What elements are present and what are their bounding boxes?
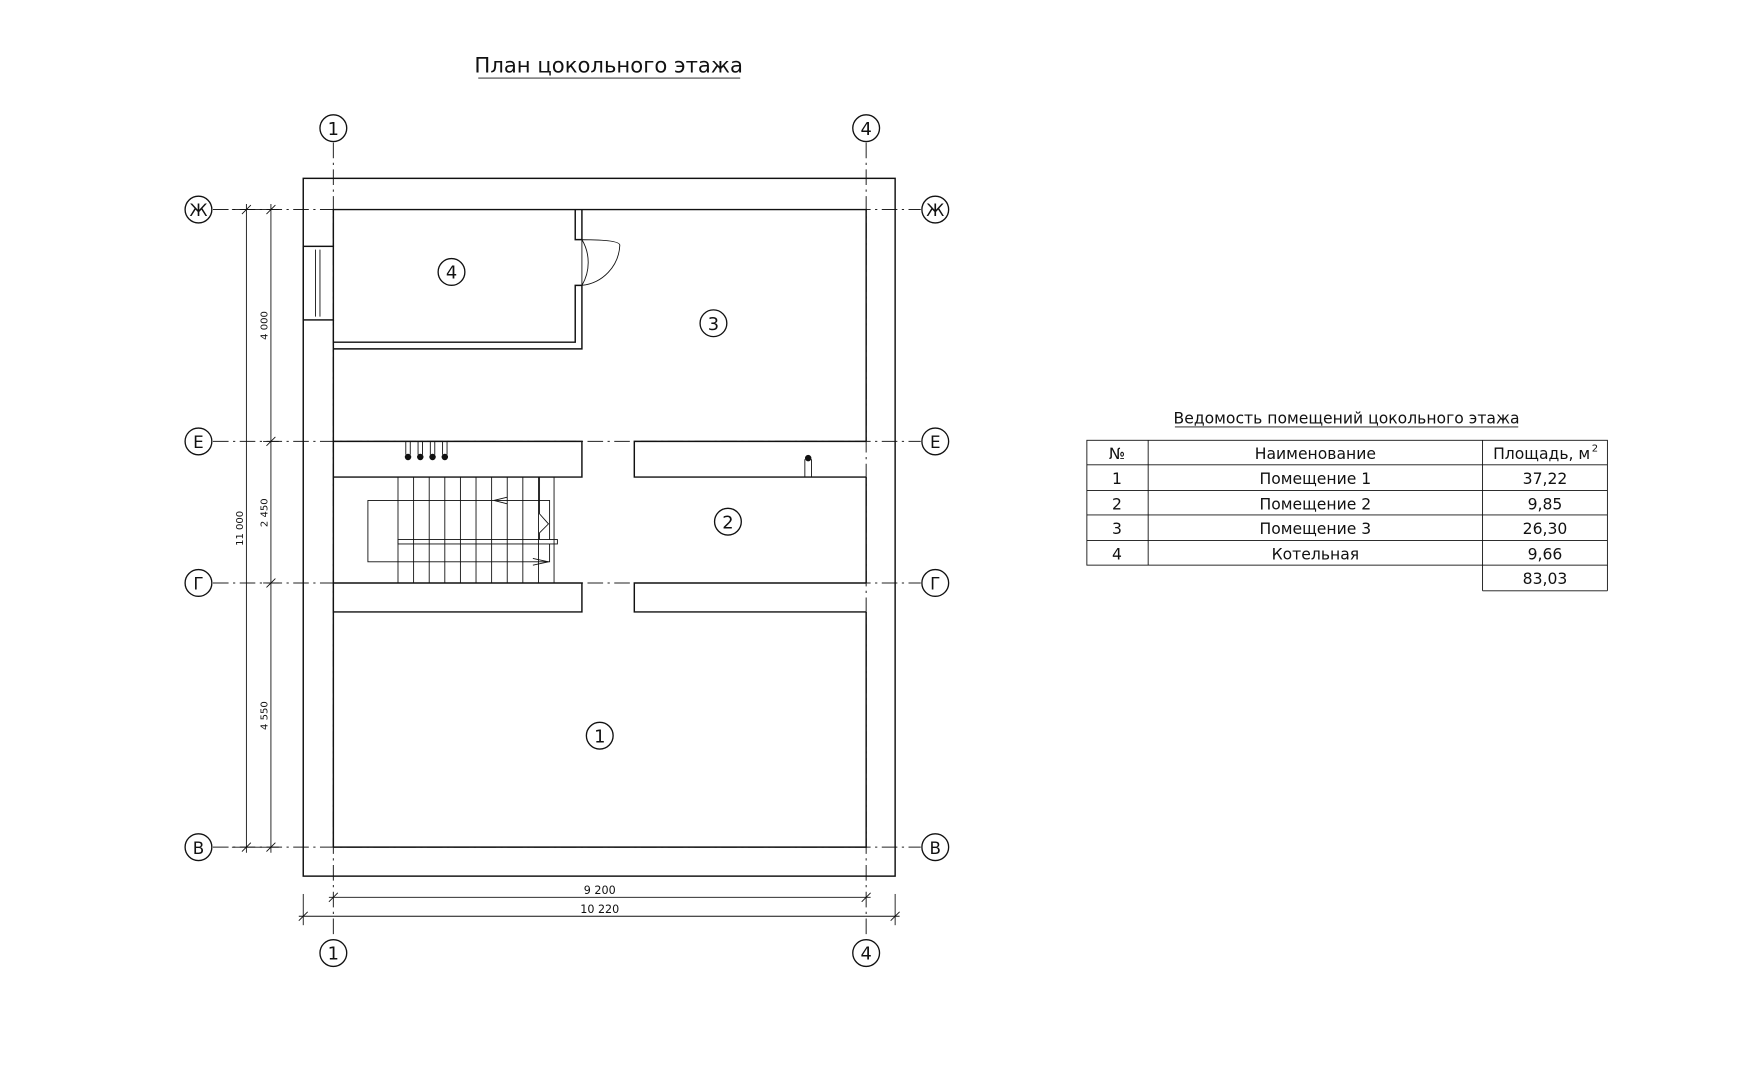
table-row: 3 Помещение 3 26,30 — [1112, 520, 1567, 538]
svg-text:3: 3 — [708, 314, 719, 335]
room-1-label: 1 — [585, 721, 614, 750]
svg-text:В: В — [930, 838, 941, 858]
svg-text:Ж: Ж — [926, 200, 944, 220]
window — [302, 245, 335, 321]
svg-text:37,22: 37,22 — [1523, 470, 1568, 488]
svg-text:Помещение 2: Помещение 2 — [1260, 495, 1372, 513]
svg-text:4: 4 — [860, 944, 871, 965]
horizontal-dimensions — [298, 892, 900, 926]
walls — [302, 177, 896, 877]
svg-text:Площадь, м: Площадь, м — [1493, 445, 1590, 463]
dim-10220: 10 220 — [580, 903, 619, 916]
svg-text:Г: Г — [193, 574, 203, 594]
vertical-dimensions — [231, 203, 279, 853]
svg-text:1: 1 — [1112, 470, 1122, 488]
table-row: 4 Котельная 9,66 — [1112, 546, 1562, 564]
axis-bubble-g-left: Г — [184, 568, 213, 598]
dim-4550: 4 550 — [260, 701, 271, 730]
outer-wall — [302, 177, 896, 877]
schedule-title: Ведомость помещений цокольного этажа — [1174, 410, 1520, 428]
axis-bubble-zh-left: Ж — [184, 195, 213, 224]
svg-text:Помещение 1: Помещение 1 — [1260, 470, 1372, 488]
grid-axes — [212, 142, 921, 939]
dim-11000: 11 000 — [235, 511, 246, 546]
svg-text:Помещение 3: Помещение 3 — [1260, 520, 1372, 538]
pipes — [404, 441, 812, 478]
svg-text:9,85: 9,85 — [1528, 495, 1563, 513]
door-swing — [581, 239, 621, 286]
room-4-label: 4 — [437, 257, 466, 287]
svg-text:1: 1 — [594, 726, 605, 747]
staircase — [367, 477, 558, 583]
axis-bubble-e-left: Е — [184, 427, 213, 456]
svg-text:Г: Г — [930, 574, 940, 594]
room-schedule-table: Ведомость помещений цокольного этажа № Н… — [1086, 410, 1608, 592]
svg-text:9,66: 9,66 — [1528, 546, 1563, 564]
svg-text:Наименование: Наименование — [1255, 445, 1376, 463]
axis-bubble-zh-right: Ж — [921, 195, 950, 224]
svg-text:2: 2 — [722, 512, 733, 533]
axis-bubble-e-right: Е — [921, 427, 950, 456]
svg-text:4: 4 — [446, 263, 457, 284]
svg-text:3: 3 — [1112, 520, 1122, 538]
axis-bubble-v-right: В — [921, 833, 950, 862]
svg-text:Котельная: Котельная — [1272, 546, 1360, 564]
svg-text:1: 1 — [328, 944, 339, 965]
dim-2450: 2 450 — [260, 498, 271, 527]
svg-text:26,30: 26,30 — [1523, 520, 1568, 538]
table-row: 2 Помещение 2 9,85 — [1112, 495, 1562, 513]
axis-bubble-4-top: 4 — [852, 114, 881, 143]
axis-bubble-4-bottom: 4 — [852, 938, 881, 968]
svg-text:Е: Е — [193, 432, 204, 452]
room-2-label: 2 — [713, 507, 742, 536]
svg-text:№: № — [1109, 445, 1125, 463]
axis-bubble-g-right: Г — [921, 568, 950, 598]
svg-text:В: В — [193, 838, 204, 858]
axis-bubble-1-top: 1 — [319, 114, 348, 143]
svg-text:2: 2 — [1592, 443, 1598, 454]
svg-text:2: 2 — [1112, 495, 1122, 513]
svg-text:Ж: Ж — [189, 200, 207, 220]
room-3-label: 3 — [699, 309, 728, 338]
plan-title: План цокольного этажа — [474, 52, 742, 77]
axis-bubble-v-left: В — [184, 833, 213, 862]
dim-4000: 4 000 — [260, 311, 271, 340]
table-row: 1 Помещение 1 37,22 — [1112, 470, 1567, 488]
svg-text:Е: Е — [930, 432, 941, 452]
axis-bubble-1-bottom: 1 — [319, 938, 348, 968]
svg-text:4: 4 — [1112, 546, 1122, 564]
dim-9200: 9 200 — [584, 884, 616, 897]
svg-text:1: 1 — [328, 119, 339, 140]
svg-text:4: 4 — [860, 119, 871, 140]
schedule-total: 83,03 — [1523, 570, 1568, 588]
